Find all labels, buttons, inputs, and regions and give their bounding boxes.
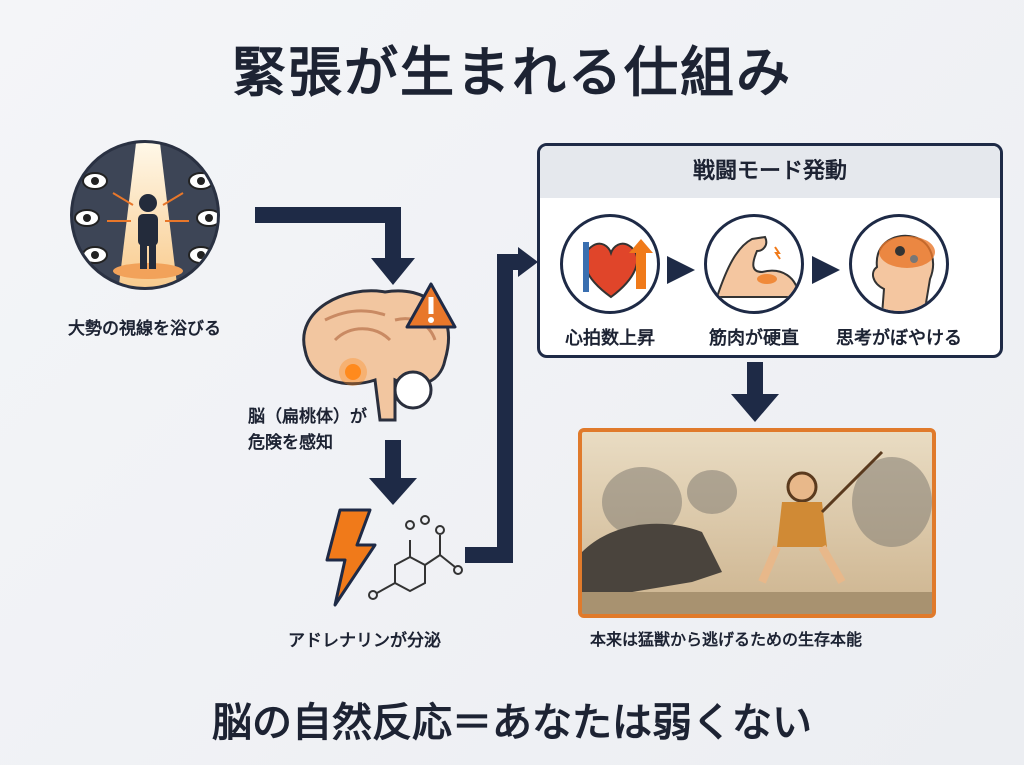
eyes-icon	[74, 172, 217, 264]
effect-label: 心拍数上昇	[565, 328, 655, 349]
caveman-icon	[758, 450, 884, 584]
fight-mode-panel: 戦闘モード発動 心拍数上昇 筋肉が硬直 思考がぼやける	[537, 143, 1003, 358]
adrenaline-illustration	[325, 508, 463, 607]
arrow-right-icon	[667, 256, 695, 284]
arrow-gaze-to-brain	[255, 207, 401, 262]
sabertooth-icon	[582, 523, 722, 597]
caveman-scene-illustration	[578, 428, 936, 618]
conclusion-text: 脳の自然反応＝あなたは弱くない	[212, 700, 812, 746]
brain-label-line2: 危険を感知	[248, 433, 333, 453]
spotlight-illustration	[70, 140, 220, 290]
arrow-adrenaline-to-fight	[465, 254, 520, 563]
scene-caption: 本来は猛獣から逃げるための生存本能	[590, 630, 863, 649]
arrow-right-icon	[812, 256, 840, 284]
molecule-icon	[368, 515, 463, 600]
effect-label: 思考がぼやける	[836, 328, 962, 349]
person-icon	[74, 172, 217, 279]
heart-icon	[560, 214, 660, 314]
foggy-head-icon	[849, 214, 949, 314]
page-title: 緊張が生まれる仕組み	[232, 41, 792, 104]
flexed-arm-icon	[704, 214, 804, 314]
mammoth-icon	[602, 457, 932, 547]
fight-mode-header: 戦闘モード発動	[540, 146, 1000, 198]
effect-label: 筋肉が硬直	[709, 328, 799, 349]
brain-label-line1: 脳（扁桃体）が	[248, 407, 367, 427]
warning-icon	[405, 282, 457, 329]
step-gaze-label: 大勢の視線を浴びる	[68, 319, 221, 339]
lightning-icon	[325, 508, 377, 607]
adrenaline-label: アドレナリンが分泌	[288, 631, 441, 651]
